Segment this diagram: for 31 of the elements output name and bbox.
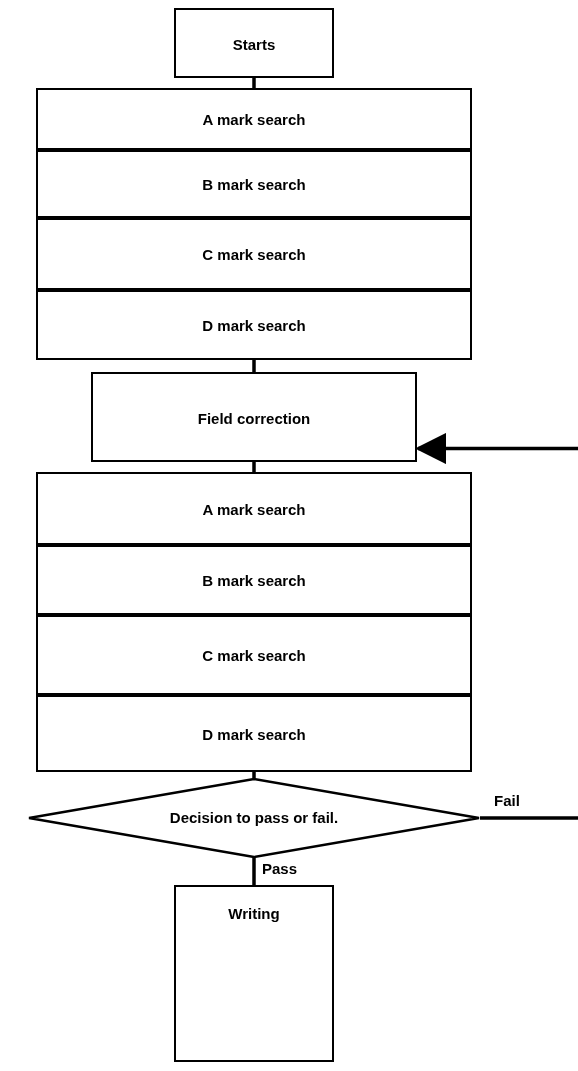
process-box [36,218,472,290]
process-box [36,88,472,150]
decision-diamond [28,778,480,858]
node-label: D mark search [201,725,307,743]
process-box [174,885,334,1062]
connector-line [252,360,256,372]
process-box [36,472,472,545]
connector-line [252,78,256,88]
node-label: C mark search [201,647,307,664]
node-label: Writing [227,905,281,922]
node-label: B mark search [201,176,307,193]
connector-line [252,462,256,472]
edge-label: Fail [492,792,522,809]
process-box [36,150,472,218]
node-label: Decision to pass or fail. [168,809,340,826]
node-label: C mark search [201,246,307,263]
process-box [36,615,472,695]
node-label: Field correction [196,410,312,427]
process-box [36,695,472,772]
process-box [36,545,472,615]
process-box [36,290,472,360]
node-label: A mark search [201,111,307,128]
process-box [91,372,417,462]
connector-line [480,816,578,820]
start-box [174,8,334,78]
connector-line [252,858,256,885]
node-label: A mark search [201,500,307,518]
node-label: B mark search [201,572,307,589]
node-label: D mark search [201,317,307,334]
connector-line [252,772,256,778]
node-label: Starts [231,36,277,53]
